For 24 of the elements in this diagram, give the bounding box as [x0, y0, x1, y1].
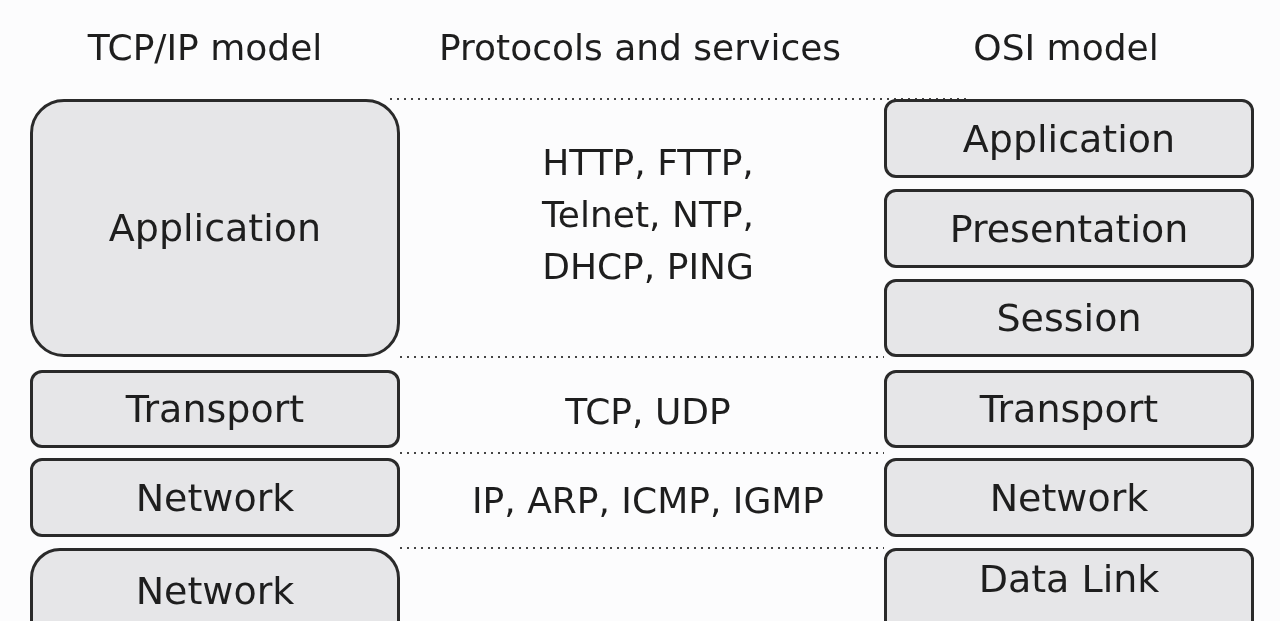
layer-box — [884, 99, 1254, 178]
protocol-list: HTTP, FTTP, Telnet, NTP, DHCP, PING — [498, 137, 798, 294]
layer-name: Network — [135, 475, 295, 520]
layer-box — [30, 370, 400, 448]
protocol-list: TCP, UDP — [448, 386, 848, 439]
layer-box — [30, 99, 400, 357]
layer-box — [30, 458, 400, 537]
layer-box — [884, 370, 1254, 448]
layer-box — [884, 279, 1254, 357]
layer-name: Transport — [979, 387, 1159, 431]
column-heading: OSI model — [972, 26, 1160, 70]
layer-name: Session — [996, 296, 1142, 340]
layer-name: Transport — [125, 387, 305, 431]
layer-name: Application — [108, 206, 322, 250]
layer-box — [884, 458, 1254, 537]
layer-name: Application — [962, 116, 1176, 161]
layer-name: Network — [135, 569, 295, 613]
layer-name: Network — [989, 475, 1149, 520]
layer-name: Data Link — [978, 557, 1160, 601]
column-heading: TCP/IP model — [86, 26, 324, 70]
layer-name: Presentation — [949, 206, 1189, 251]
layer-box — [884, 189, 1254, 268]
protocol-list: IP, ARP, ICMP, IGMP — [428, 475, 868, 528]
column-heading: Protocols and services — [437, 26, 843, 70]
